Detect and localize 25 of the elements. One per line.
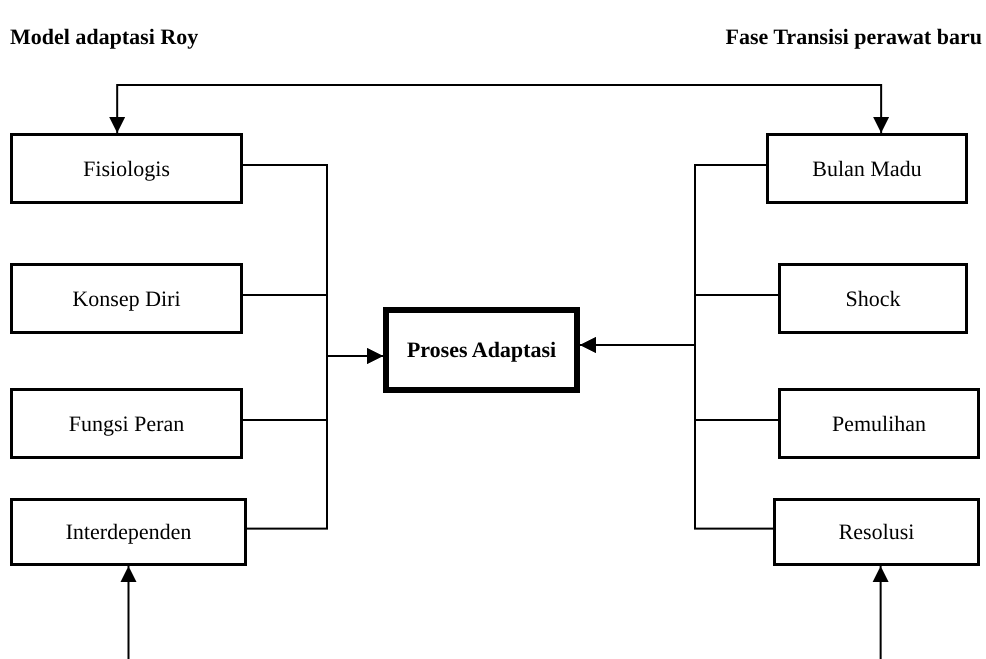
node-label: Resolusi bbox=[838, 519, 914, 545]
node-label: Fungsi Peran bbox=[68, 410, 184, 436]
connector-arrow bbox=[872, 566, 889, 659]
connector-arrow bbox=[120, 566, 136, 659]
process-box bbox=[773, 498, 980, 566]
column-heading: Fase Transisi perawat baru bbox=[726, 24, 982, 50]
node-label: Shock bbox=[846, 286, 900, 312]
node-label: Interdependen bbox=[66, 519, 192, 545]
connector-arrow bbox=[247, 348, 383, 530]
process-box bbox=[10, 498, 247, 566]
central-process-box bbox=[383, 307, 580, 393]
process-box bbox=[10, 388, 243, 459]
node-label: Fisiologis bbox=[83, 156, 170, 182]
process-box bbox=[766, 133, 968, 204]
node-label: Pemulihan bbox=[832, 410, 926, 436]
process-box bbox=[778, 388, 980, 459]
process-box bbox=[778, 263, 968, 334]
connector-arrow bbox=[109, 84, 890, 133]
connector-arrow bbox=[580, 337, 773, 530]
node-label: Konsep Diri bbox=[72, 286, 181, 312]
node-label: Proses Adaptasi bbox=[406, 337, 556, 363]
process-box bbox=[10, 263, 243, 334]
column-heading: Model adaptasi Roy bbox=[10, 24, 198, 50]
node-label: Bulan Madu bbox=[812, 156, 922, 182]
process-box bbox=[10, 133, 243, 204]
